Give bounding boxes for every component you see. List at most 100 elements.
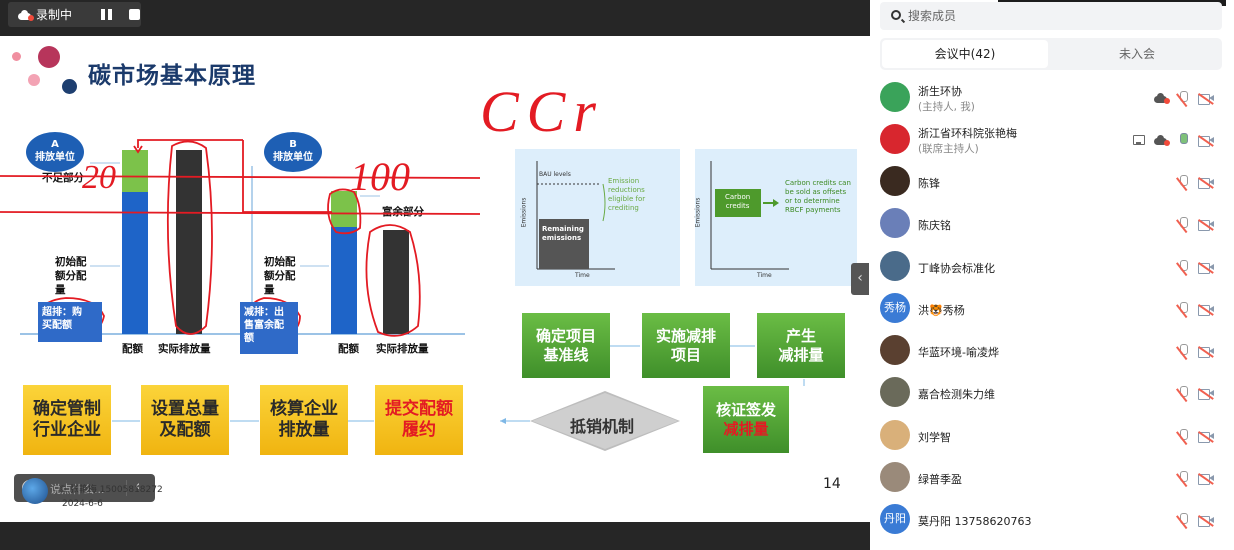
- bottom-toolbar: [0, 522, 870, 550]
- chart-left-yaxis: Emissions: [520, 197, 528, 228]
- initial-allocation-a: 初始配 额分配 量: [55, 256, 87, 296]
- chart-right-credits: Carbon credits: [725, 193, 751, 210]
- camera-off-icon[interactable]: [1198, 430, 1214, 443]
- bar-diagram: 20 100: [0, 139, 481, 343]
- camera-off-icon[interactable]: [1198, 92, 1214, 105]
- mic-on-icon[interactable]: [1177, 133, 1189, 147]
- camera-off-icon[interactable]: [1198, 472, 1214, 485]
- member-tabs: 会议中(42) 未入会: [880, 38, 1222, 70]
- member-status-icons: [1177, 344, 1214, 358]
- camera-off-icon[interactable]: [1198, 387, 1214, 400]
- pause-recording-button[interactable]: [101, 9, 113, 20]
- search-icon: [891, 10, 901, 20]
- camera-off-icon[interactable]: [1198, 303, 1214, 316]
- recording-label: 录制中: [36, 8, 73, 22]
- member-name: 刘学智: [918, 431, 951, 444]
- member-role: (主持人, 我): [918, 101, 975, 113]
- camera-off-icon[interactable]: [1198, 218, 1214, 231]
- member-status-icons: [1154, 91, 1214, 105]
- member-name: 华蓝环境-喻凌烨: [918, 346, 999, 359]
- chart-panel-right: Carbon credits Carbon credits can be sol…: [694, 149, 857, 286]
- collapse-panel-button[interactable]: ‹: [851, 263, 869, 295]
- avatar: [880, 124, 910, 154]
- member-status-icons: [1133, 133, 1214, 147]
- member-row[interactable]: 丁峰协会标准化: [880, 247, 1222, 289]
- stop-recording-button[interactable]: [129, 9, 140, 20]
- tab-not-joined[interactable]: 未入会: [1118, 47, 1155, 61]
- member-status-icons: [1177, 302, 1214, 316]
- chart-left-bau: BAU levels: [539, 171, 571, 178]
- member-status-icons: [1177, 386, 1214, 400]
- slide-title: 碳市场基本原理: [88, 63, 256, 89]
- chat-input[interactable]: 说点什么...: [50, 483, 105, 496]
- member-row[interactable]: 浙生环协 (主持人, 我): [880, 78, 1222, 120]
- bar-b-quota-top: [331, 191, 357, 227]
- decor-dot: [62, 79, 77, 94]
- step-4: 提交配额 履约: [375, 385, 463, 455]
- screen-share-icon: [1133, 135, 1145, 145]
- camera-off-icon[interactable]: [1198, 514, 1214, 527]
- handwritten-a: 20: [82, 159, 116, 196]
- bar-b-actual: [383, 230, 409, 334]
- member-row[interactable]: 丹阳莫丹阳 13758620763: [880, 500, 1222, 542]
- recording-status: 录制中: [18, 6, 72, 23]
- avatar: [880, 166, 910, 196]
- actual-label-b: 实际排放量: [376, 343, 429, 355]
- step-arrows: [112, 420, 374, 422]
- mic-muted-icon[interactable]: [1177, 386, 1189, 400]
- process-arrows: [500, 345, 805, 451]
- member-row[interactable]: 华蓝环境-喻凌烨: [880, 331, 1222, 373]
- handwritten-top: CCr: [480, 79, 604, 144]
- member-row[interactable]: 陈锋: [880, 162, 1222, 204]
- mic-muted-icon[interactable]: [1177, 175, 1189, 189]
- member-name: 浙江省环科院张艳梅: [918, 127, 1017, 140]
- member-name: 丁峰协会标准化: [918, 262, 995, 275]
- chart-right-note: Carbon credits can be sold as offsets or…: [785, 179, 851, 214]
- camera-off-icon[interactable]: [1198, 134, 1214, 147]
- member-name: 嘉合检测朱力维: [918, 388, 995, 401]
- tab-in-meeting[interactable]: 会议中(42): [882, 40, 1048, 68]
- mic-muted-icon[interactable]: [1177, 91, 1189, 105]
- bar-a-shortfall: [122, 150, 148, 192]
- member-name: 陈庆铭: [918, 219, 951, 232]
- member-status-icons: [1177, 260, 1214, 274]
- member-name: 浙生环协: [918, 85, 962, 98]
- member-status-icons: [1177, 429, 1214, 443]
- avatar: [880, 335, 910, 365]
- member-row[interactable]: 浙江省环科院张艳梅(联席主持人): [880, 120, 1222, 162]
- chart-left-remaining: Remaining emissions: [542, 225, 584, 242]
- bar-b-quota: [331, 227, 357, 334]
- member-name: 洪🐯秀杨: [918, 304, 965, 317]
- chart-right-xaxis: Time: [757, 272, 772, 279]
- camera-off-icon[interactable]: [1198, 261, 1214, 274]
- mic-muted-icon[interactable]: [1177, 429, 1189, 443]
- camera-off-icon[interactable]: [1198, 176, 1214, 189]
- avatar: [880, 420, 910, 450]
- mic-muted-icon[interactable]: [1177, 260, 1189, 274]
- camera-off-icon[interactable]: [1198, 345, 1214, 358]
- author-logo: [22, 478, 48, 504]
- member-search-input[interactable]: 搜索成员: [880, 2, 1222, 30]
- member-row[interactable]: 刘学智: [880, 416, 1222, 458]
- chevron-left-icon[interactable]: ‹: [135, 479, 141, 494]
- mic-muted-icon[interactable]: [1177, 513, 1189, 527]
- chart-panel-left: BAU levels Remaining emissions Emission …: [515, 149, 680, 286]
- mic-muted-icon[interactable]: [1177, 302, 1189, 316]
- shared-slide: 碳市场基本原理 A 排放单位 B 排放单位 不足部分 富余部分 初始配 额分配 …: [0, 36, 870, 522]
- search-placeholder: 搜索成员: [908, 9, 957, 23]
- mic-muted-icon[interactable]: [1177, 217, 1189, 231]
- offset-mechanism: 抵销机制: [570, 417, 635, 436]
- mic-muted-icon[interactable]: [1177, 344, 1189, 358]
- avatar: [880, 208, 910, 238]
- recording-indicator: 录制中: [8, 2, 141, 27]
- mic-muted-icon[interactable]: [1177, 471, 1189, 485]
- member-row[interactable]: 嘉合检测朱力维: [880, 373, 1222, 415]
- member-row[interactable]: 陈庆铭: [880, 204, 1222, 246]
- bar-a-actual: [176, 150, 202, 334]
- step-3: 核算企业 排放量: [260, 385, 348, 455]
- decor-dot: [28, 74, 40, 86]
- quota-label-b: 配额: [338, 343, 359, 355]
- member-row[interactable]: 绿普季盈: [880, 458, 1222, 500]
- member-row[interactable]: 秀杨洪🐯秀杨: [880, 289, 1222, 331]
